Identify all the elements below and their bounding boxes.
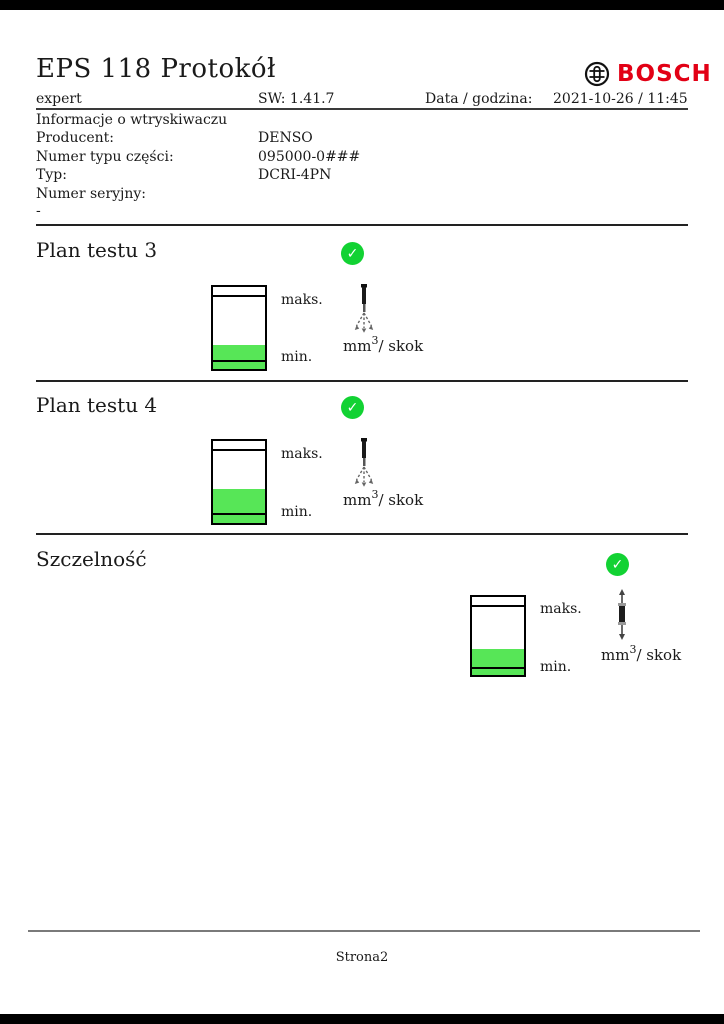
gauge-max-line [213, 449, 265, 452]
status-check-icon: ✓ [341, 396, 364, 419]
section-title-szczelnosc: Szczelność [36, 547, 147, 571]
gauge-max-label: maks. [540, 601, 582, 617]
header-date-label: Data / godzina: [425, 91, 533, 107]
bosch-logo-icon [584, 61, 610, 87]
unit-base: mm [601, 646, 630, 664]
unit-base: mm [343, 491, 372, 509]
gauge-fill [472, 649, 524, 675]
page-title: EPS 118 Protokół [36, 54, 276, 84]
gauge-fill [213, 345, 265, 369]
delivery-gauge-plan-4 [211, 439, 267, 525]
leak-flow-icon [612, 589, 632, 645]
unit-sup: 3 [629, 643, 637, 656]
gauge-max-label: maks. [281, 446, 323, 462]
brand: BOSCH [584, 61, 712, 87]
unit-label: mm3/ skok [343, 488, 424, 509]
header-date-value: 2021-10-26 / 11:45 [553, 91, 688, 107]
header-rule [36, 108, 688, 110]
unit-label: mm3/ skok [343, 334, 424, 355]
gauge-min-line [213, 513, 265, 516]
info-value-part-number: 095000-0### [258, 149, 361, 165]
section-rule [36, 380, 688, 382]
unit-sup: 3 [371, 334, 379, 347]
gauge-fill [213, 488, 265, 523]
info-label-type: Typ: [36, 167, 67, 183]
bottom-edge-bar [0, 1014, 724, 1024]
info-value-producent: DENSO [258, 130, 313, 146]
info-label-serial: Numer seryjny: [36, 186, 147, 202]
top-edge-bar [0, 0, 724, 10]
section-rule [36, 533, 688, 535]
injector-spray-icon [351, 283, 377, 339]
status-check-icon: ✓ [606, 553, 629, 576]
unit-sup: 3 [371, 488, 379, 501]
gauge-min-line [213, 359, 265, 362]
section-title-plan-testu-3: Plan testu 3 [36, 238, 158, 262]
unit-rest: / skok [636, 646, 682, 664]
bosch-wordmark: BOSCH [617, 61, 712, 87]
page-number: Strona2 [335, 950, 389, 965]
gauge-min-label: min. [281, 504, 313, 520]
unit-rest: / skok [378, 491, 424, 509]
unit-rest: / skok [378, 337, 424, 355]
footer-rule [28, 930, 700, 932]
gauge-max-line [213, 295, 265, 298]
gauge-min-label: min. [540, 659, 572, 675]
section-rule [36, 224, 688, 226]
gauge-max-line [472, 604, 524, 607]
unit-label: mm3/ skok [601, 643, 682, 664]
status-check-icon: ✓ [341, 242, 364, 265]
info-label-producent: Producent: [36, 130, 115, 146]
gauge-min-label: min. [281, 349, 313, 365]
gauge-min-line [472, 667, 524, 670]
info-heading: Informacje o wtryskiwaczu [36, 112, 228, 128]
gauge-max-label: maks. [281, 292, 323, 308]
section-title-plan-testu-4: Plan testu 4 [36, 393, 158, 417]
unit-base: mm [343, 337, 372, 355]
info-value-type: DCRI-4PN [258, 167, 332, 183]
info-label-part-number: Numer typu części: [36, 149, 174, 165]
header-user: expert [36, 91, 82, 107]
serial-empty-dash: - [36, 203, 41, 219]
injector-spray-icon [351, 437, 377, 493]
leak-test-gauge [470, 595, 526, 677]
header-software-version: SW: 1.41.7 [258, 91, 335, 107]
delivery-gauge-plan-3 [211, 285, 267, 371]
